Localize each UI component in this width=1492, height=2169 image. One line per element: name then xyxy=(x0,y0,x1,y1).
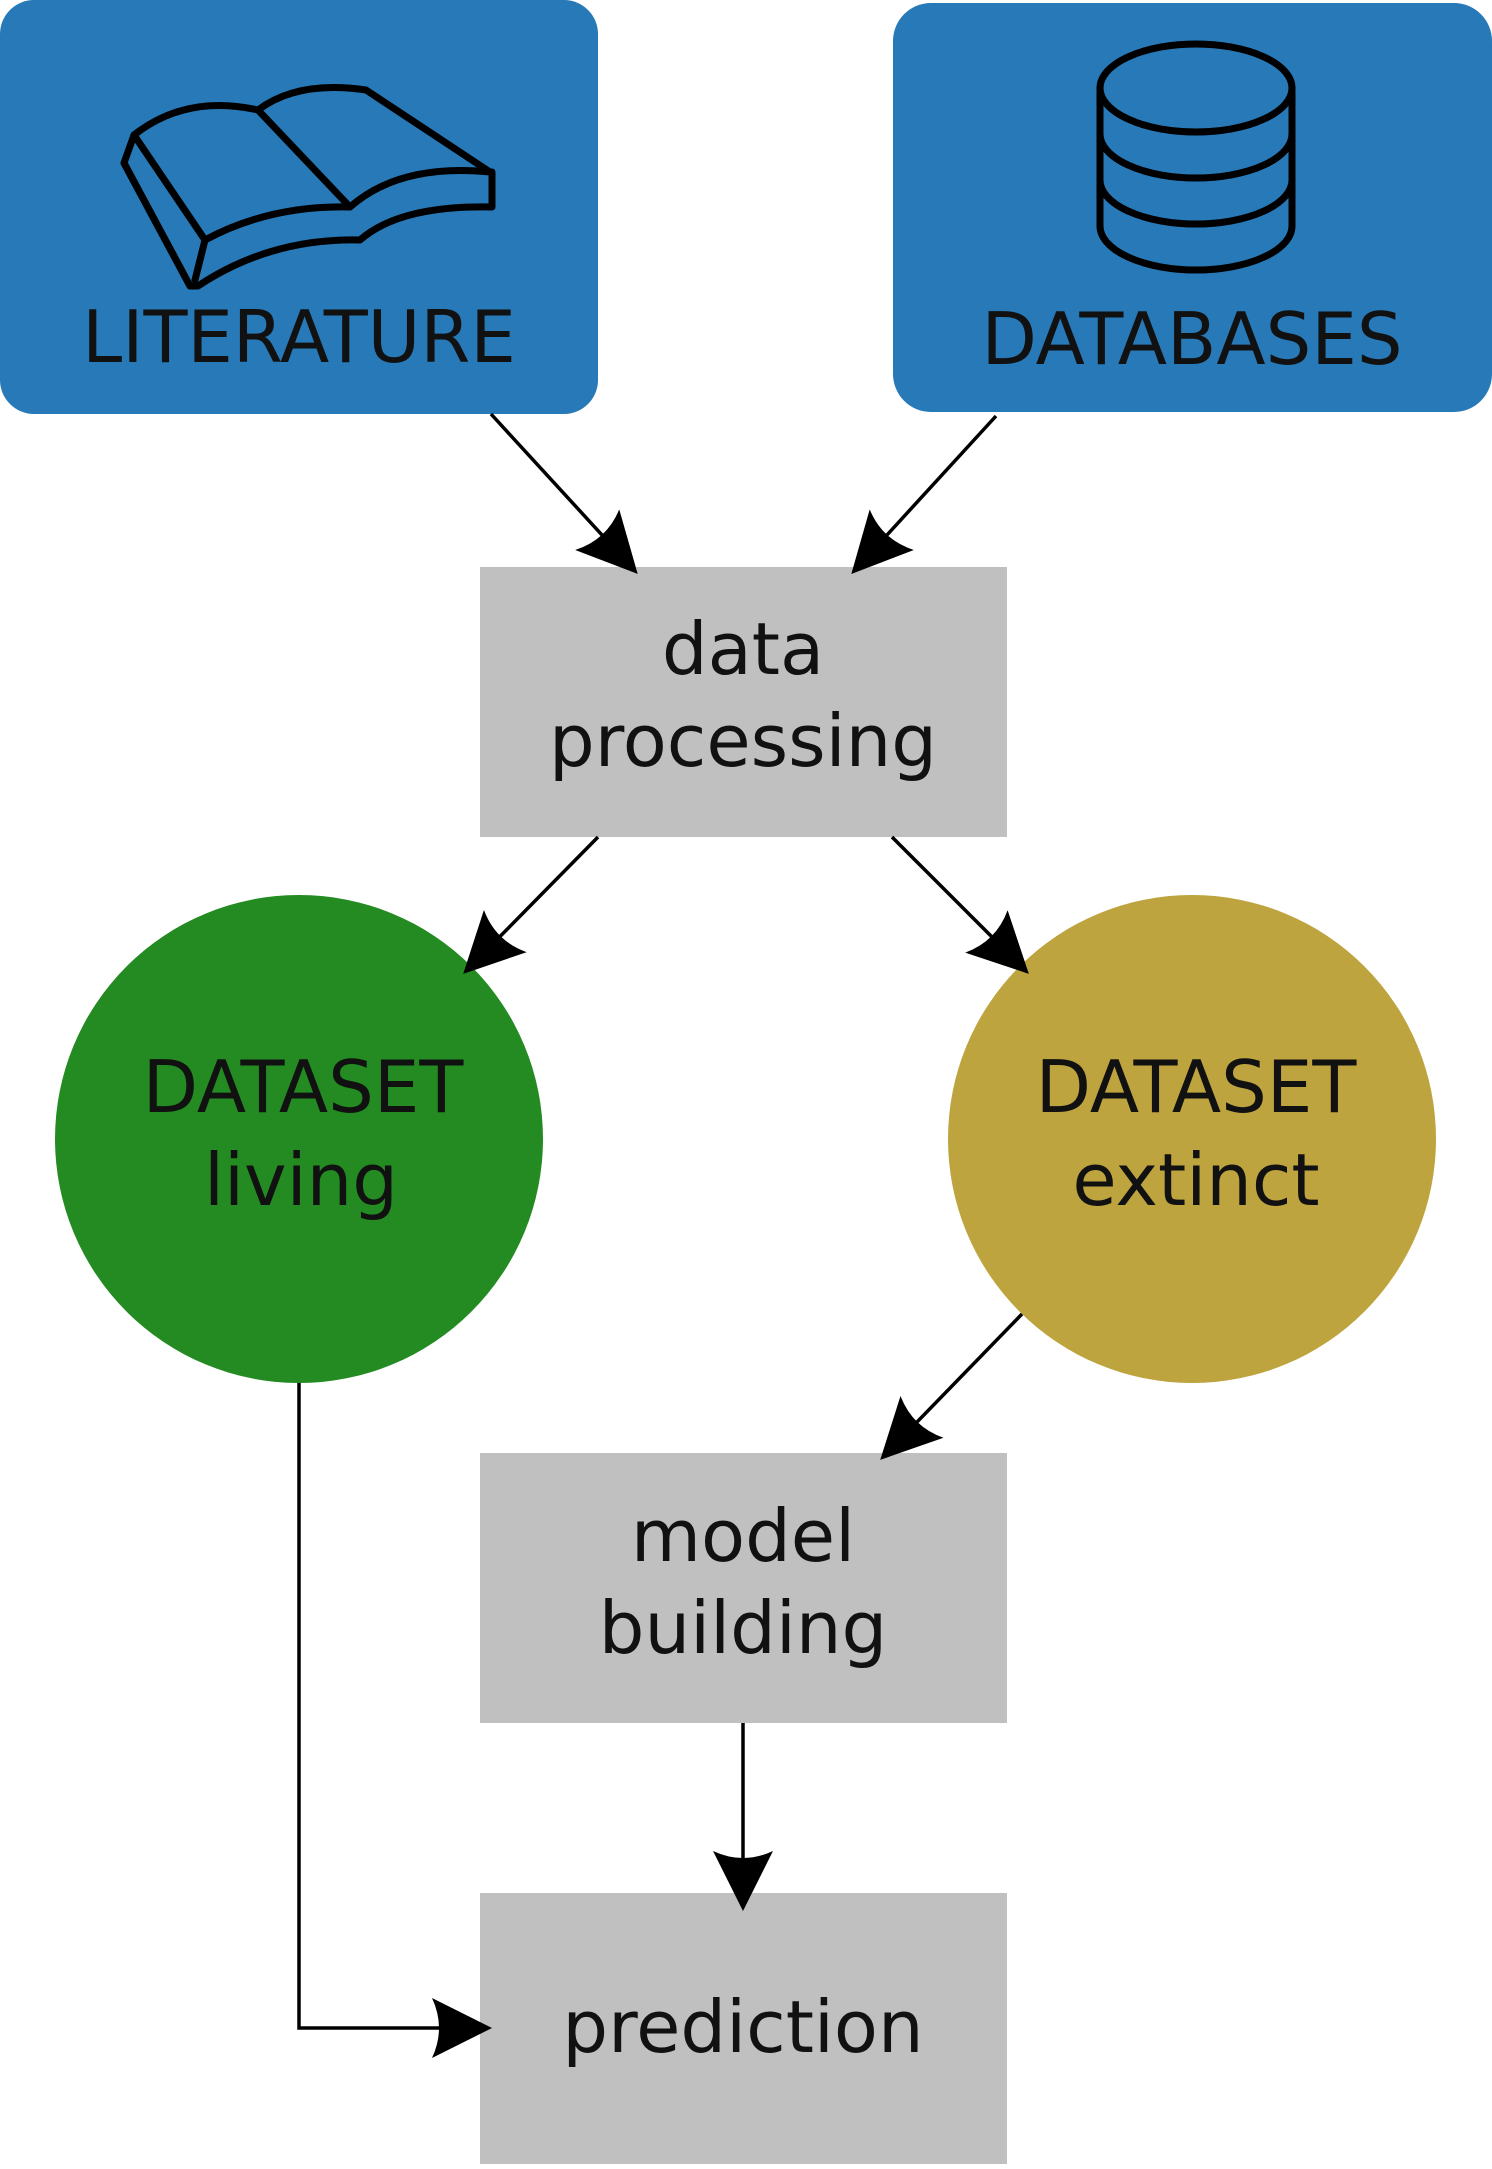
literature-source: LITERATURE xyxy=(0,0,598,414)
data-processing-step: data processing xyxy=(480,567,1007,837)
prediction-label: prediction xyxy=(562,1985,923,2069)
book-icon xyxy=(120,84,496,290)
dataset-living: DATASET living xyxy=(55,895,543,1383)
dataset-living-label-line1: DATASET xyxy=(143,1045,465,1129)
databases-source: DATABASES xyxy=(893,3,1492,412)
dataset-extinct: DATASET extinct xyxy=(948,895,1436,1383)
arrow-processing-to-extinct xyxy=(890,835,1029,974)
dataset-extinct-label-line1: DATASET xyxy=(1036,1045,1358,1129)
model-building-label-line2: building xyxy=(599,1586,887,1670)
prediction-box xyxy=(480,1893,1007,2164)
dataset-living-label-line2: living xyxy=(204,1138,398,1222)
arrow-processing-to-living xyxy=(463,835,600,974)
dataset-extinct-label-line2: extinct xyxy=(1072,1138,1319,1222)
prediction-step: prediction xyxy=(480,1893,1007,2164)
data-processing-box xyxy=(480,567,1007,837)
model-building-label-line1: model xyxy=(631,1494,855,1578)
databases-box xyxy=(893,3,1492,412)
arrow-extinct-to-model xyxy=(880,1312,1024,1460)
data-processing-label-line2: processing xyxy=(549,699,937,783)
literature-label: LITERATURE xyxy=(82,295,516,379)
database-icon xyxy=(1096,40,1296,274)
model-building-box xyxy=(480,1453,1007,1723)
dataset-living-circle xyxy=(55,895,543,1383)
arrow-databases-to-processing xyxy=(851,414,998,574)
data-processing-label-line1: data xyxy=(662,607,824,691)
arrow-literature-to-processing xyxy=(489,412,638,574)
dataset-extinct-circle xyxy=(948,895,1436,1383)
arrow-living-to-prediction xyxy=(297,1383,492,2058)
model-building-step: model building xyxy=(480,1453,1007,1723)
databases-label: DATABASES xyxy=(981,297,1402,381)
connectors xyxy=(297,412,1029,2058)
